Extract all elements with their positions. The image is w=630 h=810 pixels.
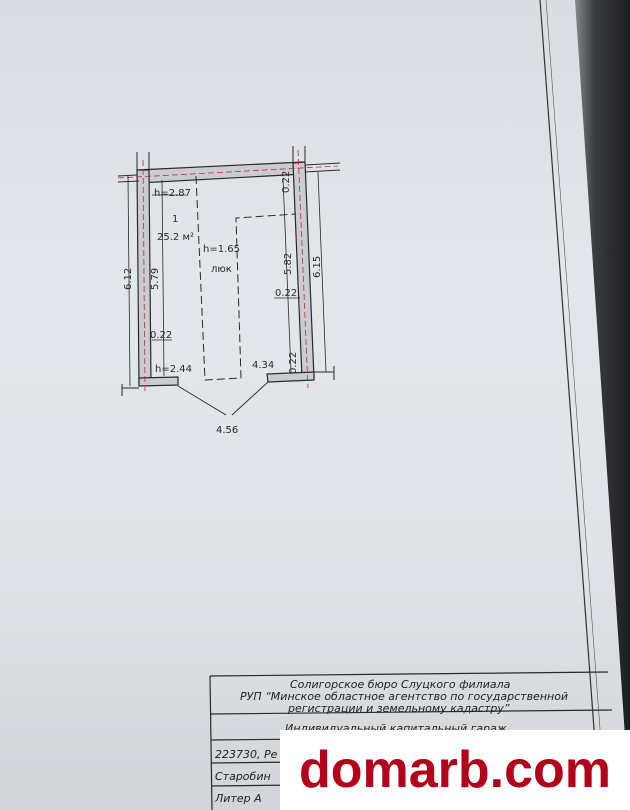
dim-outer-left-label: 6.12 bbox=[123, 268, 134, 290]
dimension-lines bbox=[127, 171, 327, 387]
wall-right bbox=[292, 161, 315, 379]
org-line-2: РУП “Минское областное агентство по госу… bbox=[240, 690, 568, 703]
letter-label: Литер А bbox=[214, 792, 262, 805]
wall-top-right-label: 0.22 bbox=[281, 171, 292, 193]
axis-lines bbox=[117, 149, 339, 393]
wall-left-bottom-label: 0.22 bbox=[150, 330, 172, 341]
wall-bottom-right-label: 0.22 bbox=[288, 352, 299, 374]
pit-outline bbox=[195, 175, 297, 381]
room-number-label: 1 bbox=[172, 214, 178, 225]
watermark-banner: domarb.com bbox=[280, 730, 630, 810]
dim-outer-right-label: 6.15 bbox=[312, 256, 323, 278]
height-bottom-label: h=2.44 bbox=[155, 364, 192, 375]
pit-name-label: люк bbox=[211, 264, 232, 275]
wall-extensions bbox=[117, 146, 341, 396]
dim-inner-left-label: 5.79 bbox=[150, 268, 161, 290]
wall-bottom-left bbox=[138, 376, 179, 387]
org-line-3: регистрации и земельному кадастру” bbox=[287, 702, 510, 715]
dim-inner-width-label: 4.34 bbox=[252, 360, 274, 371]
dim-outer-width-label: 4.56 bbox=[216, 425, 238, 436]
wall-right-mid-label: 0.22 bbox=[275, 288, 297, 299]
address-prefix: 223730, Ре bbox=[215, 748, 278, 761]
room-area-label: 25.2 м² bbox=[157, 232, 194, 243]
org-line-1: Солигорское бюро Слуцкого филиала bbox=[290, 678, 511, 691]
sheet-border-right bbox=[539, 0, 601, 810]
height-left-top-label: h=2.87 bbox=[154, 188, 191, 199]
wall-bottom-right bbox=[266, 371, 315, 383]
sheet-border-right-inner bbox=[545, 0, 607, 810]
address-line-2: Старобин bbox=[215, 770, 271, 783]
dim-inner-right-label: 5.82 bbox=[283, 253, 294, 275]
pit-height-label: h=1.65 bbox=[203, 244, 240, 255]
door-opening bbox=[177, 381, 269, 416]
watermark-text: domarb.com bbox=[298, 741, 612, 799]
